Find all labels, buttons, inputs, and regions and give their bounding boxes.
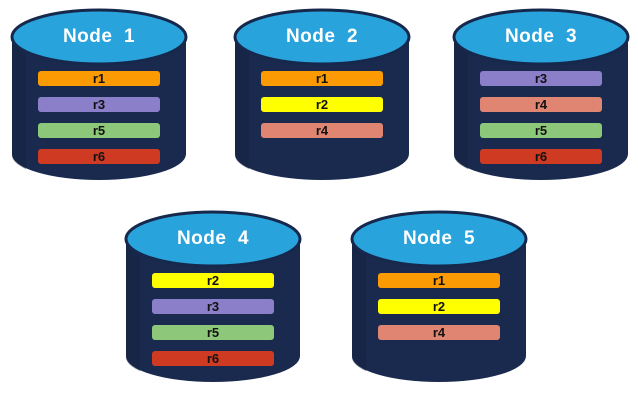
replica-label: r2 — [315, 97, 329, 112]
cylinder-top-ellipse — [452, 8, 630, 66]
replica-bar-r5[interactable]: r5 — [480, 123, 602, 138]
replica-label: r6 — [206, 351, 220, 366]
replica-bar-r6[interactable]: r6 — [152, 351, 274, 366]
replica-label: r1 — [432, 273, 446, 288]
replica-label: r3 — [534, 71, 548, 86]
replica-label: r6 — [92, 149, 106, 164]
replica-bar-r5[interactable]: r5 — [152, 325, 274, 340]
replica-bar-r1[interactable]: r1 — [38, 71, 160, 86]
replica-label: r4 — [432, 325, 446, 340]
replica-label: r1 — [92, 71, 106, 86]
replica-label: r5 — [206, 325, 220, 340]
replica-bar-r4[interactable]: r4 — [480, 97, 602, 112]
replica-bar-r1[interactable]: r1 — [378, 273, 500, 288]
replica-label: r3 — [92, 97, 106, 112]
replica-bar-r3[interactable]: r3 — [152, 299, 274, 314]
replica-label: r6 — [534, 149, 548, 164]
replica-label: r4 — [315, 123, 329, 138]
replica-bar-r2[interactable]: r2 — [378, 299, 500, 314]
replica-list: r3 r4 r5 r6 — [452, 71, 630, 175]
replica-label: r5 — [92, 123, 106, 138]
replica-bar-r4[interactable]: r4 — [378, 325, 500, 340]
replica-list: r1 r2 r4 — [350, 273, 528, 351]
replica-bar-r5[interactable]: r5 — [38, 123, 160, 138]
cylinder-top-ellipse — [233, 8, 411, 66]
replica-bar-r3[interactable]: r3 — [38, 97, 160, 112]
replica-label: r2 — [432, 299, 446, 314]
replica-label: r5 — [534, 123, 548, 138]
replica-label: r1 — [315, 71, 329, 86]
replica-label: r3 — [206, 299, 220, 314]
cylinder-top-ellipse — [10, 8, 188, 66]
replica-bar-r2[interactable]: r2 — [261, 97, 383, 112]
replica-list: r2 r3 r5 r6 — [124, 273, 302, 377]
cylinder-side-shading — [11, 37, 26, 169]
replica-bar-r3[interactable]: r3 — [480, 71, 602, 86]
replica-bar-r4[interactable]: r4 — [261, 123, 383, 138]
cylinder-side-shading — [351, 239, 366, 371]
cylinder-side-shading — [234, 37, 249, 169]
replica-label: r4 — [534, 97, 548, 112]
cylinder-top-ellipse — [350, 210, 528, 268]
replica-list: r1 r2 r4 — [233, 71, 411, 149]
cylinder-top-ellipse — [124, 210, 302, 268]
replica-label: r2 — [206, 273, 220, 288]
cylinder-side-shading — [125, 239, 140, 371]
replica-bar-r1[interactable]: r1 — [261, 71, 383, 86]
replica-bar-r6[interactable]: r6 — [480, 149, 602, 164]
replica-list: r1 r3 r5 r6 — [10, 71, 188, 175]
cylinder-side-shading — [453, 37, 468, 169]
replica-bar-r2[interactable]: r2 — [152, 273, 274, 288]
replica-bar-r6[interactable]: r6 — [38, 149, 160, 164]
